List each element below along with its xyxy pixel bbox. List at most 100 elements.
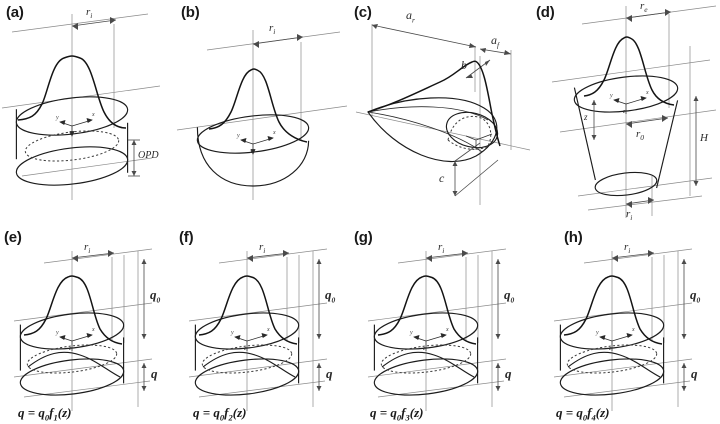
panel-e: (e) xyxy=(0,225,180,424)
eq-f-sub-g: 3 xyxy=(405,412,410,423)
eq-sign-h: = xyxy=(565,405,574,420)
dim-ar-sub-c: r xyxy=(412,15,415,25)
dim-q0-base-h: q xyxy=(690,287,697,302)
dim-ri-base-b: r xyxy=(269,22,274,34)
dim-ri-sub-h: i xyxy=(628,246,631,256)
axis-label-x-f: x xyxy=(267,327,270,333)
panel-label-b: (b) xyxy=(181,4,200,21)
dim-ri-base-a: r xyxy=(86,6,91,18)
dim-label-ri-b: ri xyxy=(269,22,275,36)
dim-label-r0-d: r0 xyxy=(636,128,644,142)
panel-d: (d) xyxy=(530,0,720,224)
eq-f-e: f xyxy=(49,405,54,420)
equation-h: q = q0f4(z) xyxy=(556,405,609,423)
dim-ri-sub-g: i xyxy=(442,246,445,256)
axis-label-y-f: y xyxy=(231,330,234,336)
eq-sign-e: = xyxy=(27,405,36,420)
dim-label-q0-e: q0 xyxy=(150,287,160,305)
equation-g: q = q0f3(z) xyxy=(370,405,423,423)
dim-af-sub-c: f xyxy=(497,40,500,50)
axis-label-y-a: y xyxy=(56,115,59,121)
eq-lhs-h: q xyxy=(556,405,563,420)
eq-q0-sub-g: 0 xyxy=(396,412,402,423)
axis-label-z-g: z xyxy=(423,346,426,352)
panel-e-graphic xyxy=(13,248,153,411)
axis-label-x-g: x xyxy=(446,327,449,333)
panel-label-d: (d) xyxy=(536,4,555,21)
panel-f-graphic xyxy=(188,248,328,411)
axis-label-y-e: y xyxy=(56,330,59,336)
eq-f-f: f xyxy=(224,405,229,420)
dim-q0-base-g: q xyxy=(504,287,511,302)
eq-q0-f: q xyxy=(213,405,220,420)
eq-f-sub-e: 1 xyxy=(53,412,58,423)
eq-lhs-f: q xyxy=(193,405,200,420)
axis-label-z-d: z xyxy=(623,109,626,115)
axis-label-x-d: x xyxy=(646,90,649,96)
dim-q0-sub-e: 0 xyxy=(156,295,161,305)
eq-q0-e: q xyxy=(38,405,45,420)
eq-arg-e: (z) xyxy=(57,405,72,420)
panel-c: (c) xyxy=(348,0,533,212)
dim-label-af-c: af xyxy=(491,33,499,49)
axis-label-x-a: x xyxy=(92,112,95,118)
eq-q0-h: q xyxy=(576,405,583,420)
dim-label-q0-h: q0 xyxy=(690,287,700,305)
panel-label-a: (a) xyxy=(6,4,24,21)
dim-label-ar-c: ar xyxy=(406,8,415,24)
dim-label-ri-e: ri xyxy=(84,241,90,255)
dim-label-q0-f: q0 xyxy=(325,287,335,305)
dim-ri-sub-d: i xyxy=(630,213,633,223)
panel-d-graphic xyxy=(551,5,717,218)
axis-label-y-d: y xyxy=(610,93,613,99)
eq-lhs-g: q xyxy=(370,405,377,420)
dim-q0-sub-h: 0 xyxy=(696,295,701,305)
dim-label-q-h: q xyxy=(691,366,698,381)
dim-ri-sub-b: i xyxy=(273,27,276,37)
panel-a-graphic xyxy=(1,13,161,200)
eq-arg-f: (z) xyxy=(232,405,247,420)
dim-af-base-c: a xyxy=(491,33,497,47)
axis-label-y-g: y xyxy=(410,330,413,336)
dim-label-q-f: q xyxy=(326,366,333,381)
axis-label-y-b: y xyxy=(237,133,240,139)
dim-label-q0-g: q0 xyxy=(504,287,514,305)
dim-label-ri-h: ri xyxy=(624,241,630,255)
dim-label-ri-g: ri xyxy=(438,241,444,255)
eq-f-sub-f: 2 xyxy=(228,412,233,423)
axis-label-z-h: z xyxy=(609,346,612,352)
dim-r0-sub-d: 0 xyxy=(640,133,645,143)
panel-label-g: (g) xyxy=(354,229,373,246)
dim-ri-base-g: r xyxy=(438,241,443,253)
panel-g-graphic xyxy=(367,248,507,411)
eq-q0-sub-e: 0 xyxy=(44,412,50,423)
dim-q0-base-f: q xyxy=(325,287,332,302)
dim-label-q-g: q xyxy=(505,366,512,381)
eq-q0-sub-h: 0 xyxy=(582,412,588,423)
eq-f-sub-h: 4 xyxy=(591,412,596,423)
dim-ri-base-h: r xyxy=(624,241,629,253)
equation-e: q = q0f1(z) xyxy=(18,405,71,423)
axis-label-x-e: x xyxy=(92,327,95,333)
axis-label-x-b: x xyxy=(273,130,276,136)
axis-label-z-f: z xyxy=(244,346,247,352)
dim-ri-sub-a: i xyxy=(90,11,93,21)
eq-q0-sub-f: 0 xyxy=(219,412,225,423)
dim-r0-base-d: r xyxy=(636,128,641,140)
axis-label-y-h: y xyxy=(596,330,599,336)
dim-label-re-d: re xyxy=(640,0,648,14)
panel-label-h: (h) xyxy=(564,229,583,246)
panel-b-graphic xyxy=(176,30,348,200)
dim-ri-base-e: r xyxy=(84,241,89,253)
eq-lhs-e: q xyxy=(18,405,25,420)
eq-arg-g: (z) xyxy=(409,405,424,420)
dim-ri-sub-f: i xyxy=(263,246,266,256)
panel-label-f: (f) xyxy=(179,229,194,246)
panel-label-c: (c) xyxy=(354,4,372,21)
dim-ar-base-c: a xyxy=(406,8,412,22)
eq-f-h: f xyxy=(587,405,592,420)
panel-c-graphic xyxy=(355,24,531,205)
panel-b: (b) y x z xyxy=(175,0,350,212)
dim-ri-sub-e: i xyxy=(88,246,91,256)
